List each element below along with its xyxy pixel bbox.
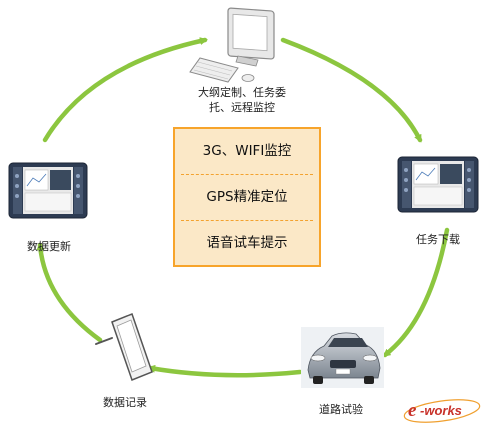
car-photo <box>301 327 384 388</box>
feature-divider <box>181 220 313 221</box>
feature-voice-prompt: 语音试车提示 <box>206 235 288 251</box>
arrow-road-test-to-data-record <box>147 364 303 378</box>
road-test-label: 道路试验 <box>319 403 363 416</box>
svg-text:e: e <box>408 400 417 421</box>
tablet-terminal-icon-right <box>397 156 479 213</box>
flow-arrows <box>36 37 450 378</box>
task-download-label: 任务下载 <box>416 233 460 246</box>
e-works-logo: e -works <box>403 399 481 423</box>
data-update-label: 数据更新 <box>27 240 71 253</box>
feature-gps: GPS精准定位 <box>206 189 288 205</box>
arrow-data-record-to-data-update <box>36 242 103 343</box>
feature-box: 3G、WIFI监控 GPS精准定位 语音试车提示 <box>173 127 321 267</box>
data-record-label: 数据记录 <box>103 396 147 409</box>
handheld-device-icon <box>95 313 153 381</box>
pc-label-line2: 托、远程监控 <box>209 101 275 114</box>
pc-label: 大纲定制、任务委 托、远程监控 <box>192 85 292 115</box>
tablet-terminal-icon-left <box>8 162 88 219</box>
feature-divider <box>181 174 313 175</box>
arrow-task-download-to-road-test <box>382 227 450 358</box>
arrow-data-update-to-pc <box>42 37 208 143</box>
feature-monitoring: 3G、WIFI监控 <box>202 143 292 159</box>
svg-text:-works: -works <box>420 403 462 418</box>
arrow-pc-to-task-download <box>280 37 423 143</box>
desktop-computer-icon <box>189 7 275 83</box>
pc-label-line1: 大纲定制、任务委 <box>198 86 286 99</box>
